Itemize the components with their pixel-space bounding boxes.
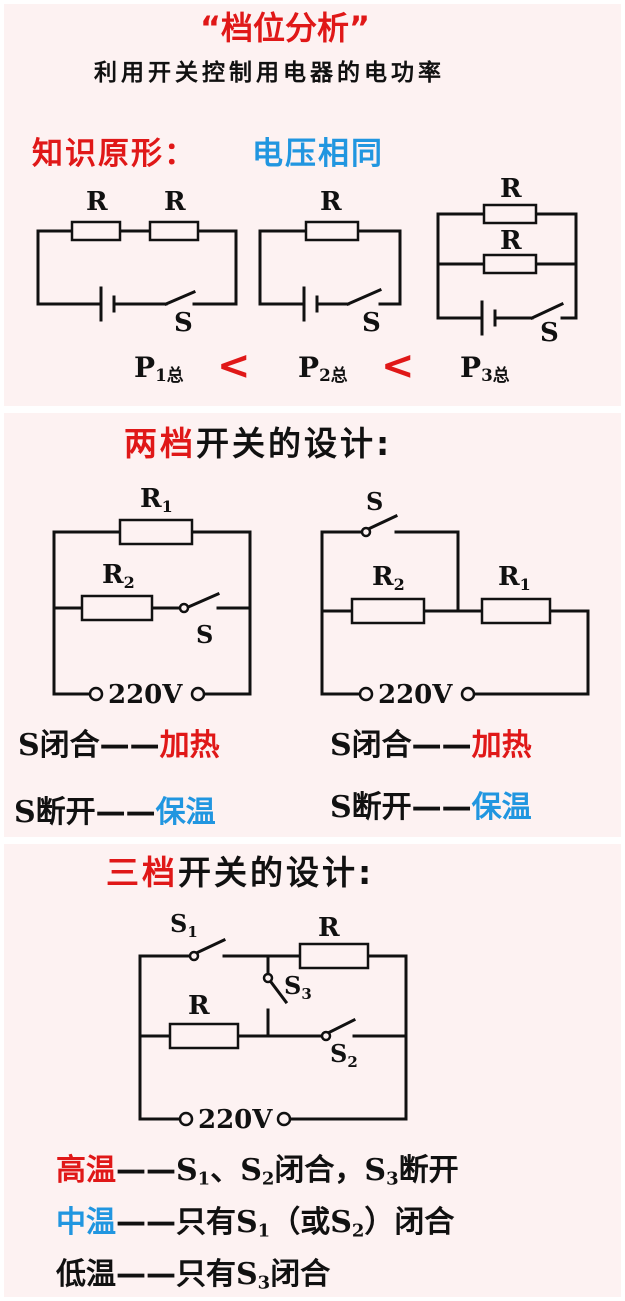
less-than-sign: < [217,343,251,389]
resistor-middle [168,1022,240,1050]
circuit-series: R R S [36,187,238,338]
power-p1: P1总 [134,351,184,386]
resistor [482,203,538,225]
three-gear-title: 三档开关的设计: [106,853,375,892]
resistor-label: R [500,174,522,204]
switch-label: S [362,308,381,338]
state-high: 高温——S1、S2闭合，S3断开 [56,1153,459,1190]
resistor-r2-label: R2 [372,562,405,594]
state-closed-left: S闭合——加热 [18,728,220,763]
circuit-two-gear-series: S R2 R1 220V [320,487,590,710]
resistor-r1-label: R1 [140,484,173,516]
voltage-label: 220V [108,680,183,710]
resistor-r2 [350,597,426,625]
resistor-label: R [320,187,342,217]
state-open-left: S断开——保温 [14,795,216,830]
circuit-two-gear-parallel: R1 R2 S 220V [52,484,252,710]
circuit-three-gear: S1 R S3 R S2 220V [138,909,408,1135]
state-open-right: S断开——保温 [330,790,532,825]
switch-s1-label: S1 [170,909,198,941]
state-low: 低温——只有S3闭合 [56,1257,331,1294]
state-mid: 中温——只有S1（或S2）闭合 [56,1205,455,1242]
terminal [358,686,374,702]
switch-s3-pivot [262,972,274,984]
state-closed-right: S闭合——加热 [330,728,532,763]
resistor-label: R [164,187,186,217]
power-p2: P2总 [298,351,348,386]
resistor-label: R [86,187,108,217]
resistor [304,220,360,242]
switch-label: S [174,308,193,338]
resistor-r2 [80,594,154,622]
voltage-label: 220V [198,1105,273,1135]
prototype-value: 电压相同 [252,136,384,172]
terminal [190,686,206,702]
resistor-r1 [480,597,552,625]
resistor [482,253,538,275]
resistor-r1-label: R1 [498,562,531,594]
three-gear-circuit: S1 R S3 R S2 220V [138,909,408,1135]
switch-s3-label: S3 [284,971,312,1003]
resistor-r2-label: R2 [102,560,135,592]
resistor [148,220,200,242]
switch-label: S [196,620,213,649]
resistor-top [298,942,370,970]
power-p3: P3总 [460,351,510,386]
resistor-r1 [118,518,194,546]
terminal [178,1111,194,1127]
terminal [460,686,476,702]
switch-s2-label: S2 [330,1039,358,1071]
prototype-label: 知识原形： [32,136,197,172]
switch-pivot [178,602,190,614]
page-title: “档位分析” [200,9,371,47]
page-subtitle: 利用开关控制用电器的电功率 [94,60,445,86]
prototype-circuits: R R S R S [36,174,578,348]
switch-pivot [360,526,372,538]
section-two-gear: 两档开关的设计: R1 R2 S 220V [4,413,621,837]
resistor-top-label: R [318,913,340,943]
switch-s2-pivot [320,1030,332,1042]
resistor [70,220,122,242]
section-three-gear: 三档开关的设计: [4,844,621,1297]
circuit-parallel: R R S [436,174,578,348]
two-gear-title: 两档开关的设计: [124,424,393,463]
two-gear-circuits: R1 R2 S 220V S R2 R1 22 [52,484,590,710]
resistor-middle-label: R [188,991,210,1021]
voltage-label: 220V [378,680,453,710]
switch-label: S [366,487,383,516]
less-than-sign: < [381,343,415,389]
section-gear-analysis: “档位分析” 利用开关控制用电器的电功率 知识原形： 电压相同 R R S [4,4,621,406]
terminal [276,1111,292,1127]
terminal [88,686,104,702]
switch-s1-pivot [188,950,200,962]
circuit-single: R S [258,187,402,338]
resistor-label: R [500,226,522,256]
switch-label: S [540,318,559,348]
